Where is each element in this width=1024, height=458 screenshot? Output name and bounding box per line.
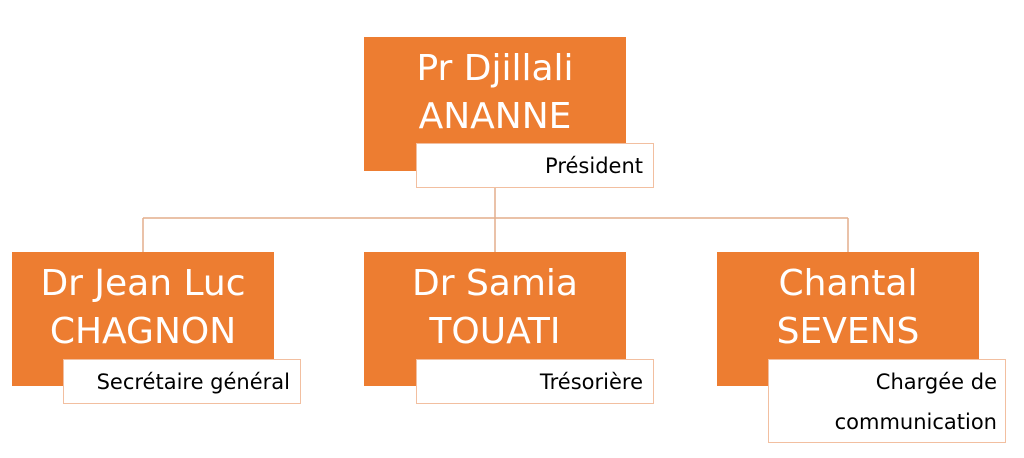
node-president: Pr Djillali ANANNE <box>364 37 626 171</box>
role-text: Trésorière <box>539 369 643 394</box>
role-text-line-2: communication <box>834 410 997 434</box>
node-name: Pr Djillali ANANNE <box>416 45 573 141</box>
name-line-2: SEVENS <box>776 311 920 352</box>
name-line-2: CHAGNON <box>49 311 237 352</box>
role-text: Président <box>545 153 643 178</box>
role-text-line-1: Chargée de <box>875 370 997 394</box>
role-label-tresoriere: Trésorière <box>416 359 654 404</box>
node-name: Dr Jean Luc CHAGNON <box>40 260 245 356</box>
role-label-communication: Chargée de communication <box>768 359 1006 443</box>
role-label-secretaire: Secrétaire général <box>63 359 301 404</box>
name-line-1: Dr Jean Luc <box>40 263 246 304</box>
node-secretaire: Dr Jean Luc CHAGNON <box>12 252 274 386</box>
role-text: Secrétaire général <box>96 369 290 394</box>
node-name: Chantal SEVENS <box>777 260 920 356</box>
name-line-1: Dr Samia <box>411 263 578 304</box>
name-line-2: ANANNE <box>418 96 572 137</box>
name-line-2: TOUATI <box>429 311 561 352</box>
node-name: Dr Samia TOUATI <box>412 260 578 356</box>
name-line-1: Pr Djillali <box>416 48 574 89</box>
name-line-1: Chantal <box>778 263 918 304</box>
role-label-president: Président <box>416 143 654 188</box>
